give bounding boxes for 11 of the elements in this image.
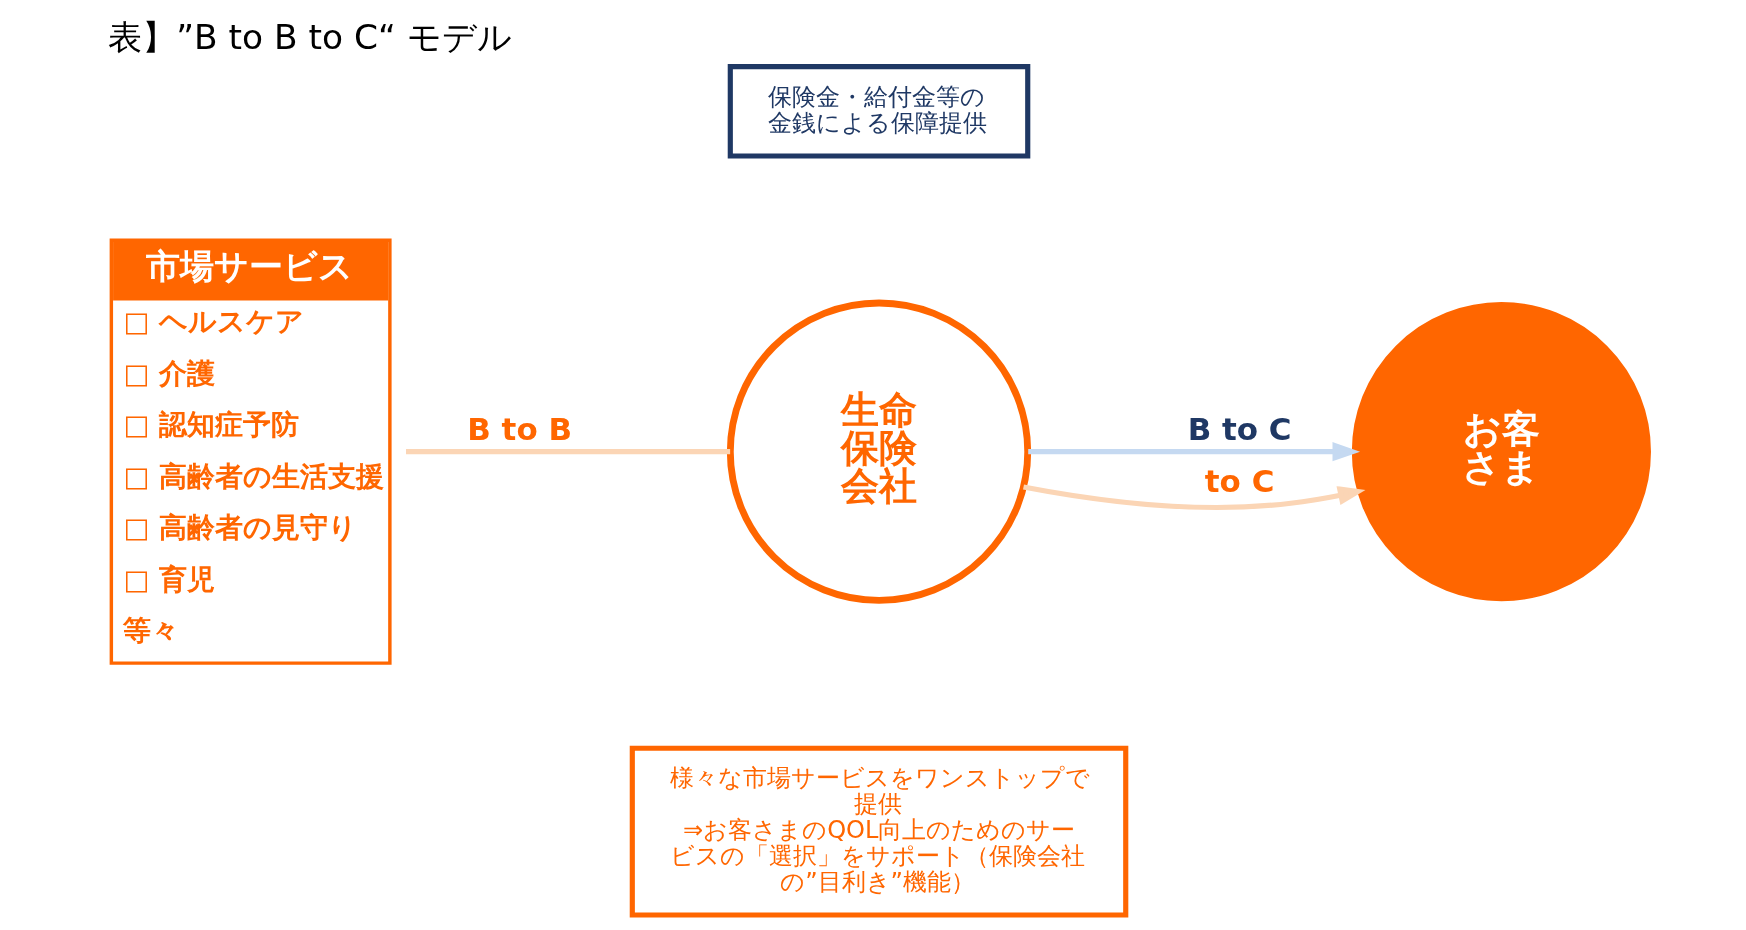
arrow [1028, 442, 1361, 462]
node-box: 保険金・給付金等の金銭による保障提供 [727, 63, 1031, 159]
edge-label: B to C [1187, 411, 1292, 448]
edge-label: B to B [467, 411, 572, 448]
node-circle: 生命保険会社 [726, 299, 1032, 604]
edge-label: to C [1204, 462, 1275, 499]
connector [406, 449, 731, 455]
node-box: 様々な市場サービスをワンストップで提供 ⇒お客さまのQOL向上のためのサービスの「選択」をサポート（保険会社の”目利き”機能） [629, 745, 1129, 918]
arrow [1023, 484, 1366, 510]
diagram-title: 表】”B to B to C“ モデル [108, 17, 512, 58]
node-circle: お客さま [1351, 302, 1651, 602]
